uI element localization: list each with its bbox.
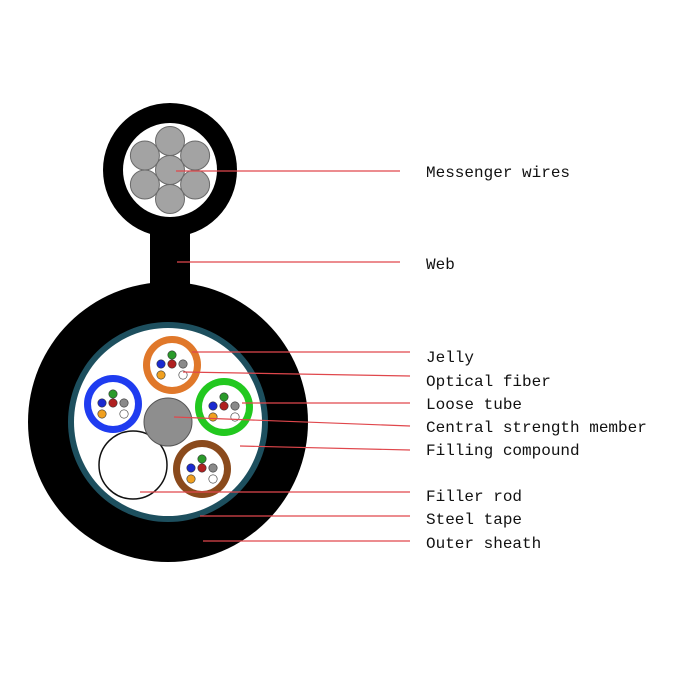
leader-central-strength-member	[173, 416, 411, 427]
messenger-wire	[180, 169, 211, 200]
optical-fiber	[186, 474, 196, 484]
optical-fiber	[208, 474, 218, 484]
optical-fiber	[97, 409, 107, 419]
label-loose-tube: Loose tube	[426, 396, 522, 414]
optical-fiber	[230, 401, 240, 411]
optical-fiber	[178, 359, 188, 369]
label-jelly: Jelly	[426, 349, 474, 367]
loose-tube	[143, 336, 201, 394]
labels: Messenger wires Web Jelly Optical fiber …	[426, 164, 647, 553]
loose-tube	[84, 375, 142, 433]
label-messenger-wires: Messenger wires	[426, 164, 570, 182]
messenger-wire	[180, 140, 211, 171]
label-central-strength-member: Central strength member	[426, 419, 647, 437]
loose-tube	[173, 440, 231, 498]
leader-filling-compound	[239, 445, 411, 451]
label-filling-compound: Filling compound	[426, 442, 580, 460]
messenger-wire	[129, 169, 160, 200]
label-web: Web	[426, 256, 455, 274]
messenger-wire	[155, 155, 185, 185]
optical-fiber	[108, 398, 118, 408]
main-cable	[28, 282, 308, 562]
optical-fiber	[119, 409, 129, 419]
optical-fiber	[197, 463, 207, 473]
optical-fiber	[219, 392, 229, 402]
messenger-wire	[155, 184, 185, 214]
messenger-wire	[129, 140, 160, 171]
optical-fiber	[208, 401, 218, 411]
loose-tube	[195, 378, 253, 436]
optical-fiber	[167, 350, 177, 360]
optical-fiber	[156, 370, 166, 380]
leader-lines	[140, 170, 411, 542]
optical-fiber	[208, 463, 218, 473]
optical-fiber	[156, 359, 166, 369]
optical-fiber	[186, 463, 196, 473]
loose-tubes	[84, 336, 253, 498]
messenger-section	[103, 103, 237, 237]
filler-rod	[98, 430, 168, 500]
label-outer-sheath: Outer sheath	[426, 535, 541, 553]
optical-fiber	[219, 401, 229, 411]
optical-fiber	[197, 454, 207, 464]
optical-fiber	[119, 398, 129, 408]
messenger-wire	[155, 126, 185, 156]
label-optical-fiber: Optical fiber	[426, 373, 551, 391]
optical-fiber	[97, 398, 107, 408]
optical-fiber	[208, 412, 218, 422]
optical-fiber	[108, 389, 118, 399]
optical-fiber	[178, 370, 188, 380]
messenger-wires	[129, 126, 211, 214]
leader-optical-fiber	[182, 371, 411, 377]
label-steel-tape: Steel tape	[426, 511, 522, 529]
optical-fiber	[167, 359, 177, 369]
central-strength-member	[143, 397, 193, 447]
label-filler-rod: Filler rod	[426, 488, 522, 506]
